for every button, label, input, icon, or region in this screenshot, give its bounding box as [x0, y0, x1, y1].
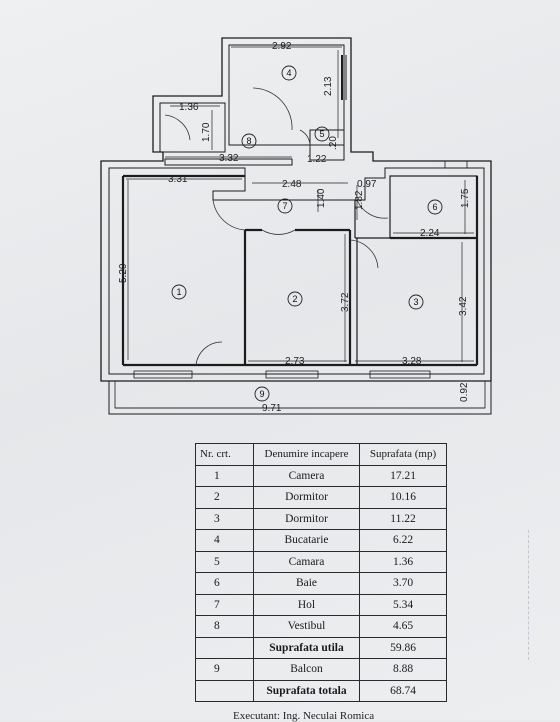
row-nr: 4: [195, 529, 254, 552]
dim-kitchen-height: 2.13: [323, 76, 334, 96]
row-name: Dormitor: [253, 507, 360, 530]
dim-vestibul-left: 1.36: [179, 102, 199, 113]
room-marker-8: [241, 133, 257, 149]
room-number-9: 9: [259, 389, 264, 399]
row-nr: 5: [195, 550, 254, 573]
room-marker-5: [314, 126, 330, 142]
row-area: 4.65: [359, 615, 447, 638]
row-name: Dormitor: [253, 486, 360, 509]
row-area: 10.16: [359, 486, 447, 509]
balcony-name: Balcon: [253, 658, 360, 681]
dim-bath-connector: 0.97: [357, 179, 377, 190]
row-name: Camera: [253, 464, 360, 487]
dim-room3-height: 3.42: [458, 296, 469, 316]
room-number-3: 3: [413, 297, 418, 307]
dim-pantry-height: .20: [328, 136, 339, 150]
dim-bath-width: 2.24: [420, 228, 440, 239]
room-marker-2: [287, 291, 303, 307]
row-nr: 8: [195, 615, 254, 638]
dim-balcony-width: 9.71: [262, 403, 282, 414]
useful-area-value: 59.86: [359, 636, 447, 659]
area-table: Nr. crt. Denumire incapere Suprafata (mp…: [195, 443, 447, 702]
row-area: 3.70: [359, 572, 447, 595]
row-area: 17.21: [359, 464, 447, 487]
balcony-area: 8.88: [359, 658, 447, 681]
balcony-row: 9 Balcon 8.88: [195, 658, 447, 681]
dim-room3-width: 3.28: [402, 356, 422, 367]
dim-vestibul-height: 1.70: [201, 122, 212, 142]
dim-room2-width: 2.73: [285, 356, 305, 367]
room-marker-3: [408, 294, 424, 310]
dim-room1-height: 5.20: [118, 263, 129, 283]
area-table-container: Nr. crt. Denumire incapere Suprafata (mp…: [195, 443, 447, 702]
table-row: 4 Bucatarie 6.22: [195, 529, 447, 552]
table-row: 6 Baie 3.70: [195, 572, 447, 595]
header-room-name: Denumire incapere: [253, 443, 360, 466]
room-marker-9: [254, 386, 270, 402]
room-marker-4: [281, 65, 297, 81]
dim-balcony-depth: 0.92: [459, 382, 470, 402]
room-number-4: 4: [286, 68, 291, 78]
row-name: Hol: [253, 593, 360, 616]
header-area: Suprafata (mp): [359, 443, 447, 466]
total-area-label: Suprafata totala: [253, 679, 360, 702]
table-row: 2 Dormitor 10.16: [195, 486, 447, 509]
plan-walls: [100, 37, 492, 415]
total-area-row: Suprafata totala 68.74: [195, 679, 447, 702]
room-marker-7: [277, 198, 293, 214]
row-area: 1.36: [359, 550, 447, 573]
useful-area-label: Suprafata utila: [253, 636, 360, 659]
table-row: 1 Camera 17.21: [195, 464, 447, 487]
dim-kitchen-width: 2.92: [272, 41, 292, 52]
room-number-5: 5: [319, 129, 324, 139]
balcony-nr: 9: [195, 658, 254, 681]
row-name: Bucatarie: [253, 529, 360, 552]
table-row: 3 Dormitor 11.22: [195, 507, 447, 530]
dim-hall-side: 1.82: [354, 190, 365, 210]
dim-bath-height: 1.75: [460, 188, 471, 208]
executant-line: Executant: Ing. Neculai Romica: [233, 710, 375, 722]
table-row: 5 Camara 1.36: [195, 550, 447, 573]
row-nr: 7: [195, 593, 254, 616]
room-number-6: 6: [432, 202, 437, 212]
stamp-mark: [528, 530, 560, 660]
row-nr: 3: [195, 507, 254, 530]
row-name: Baie: [253, 572, 360, 595]
room-marker-6: [427, 199, 443, 215]
row-nr: 1: [195, 464, 254, 487]
total-area-value: 68.74: [359, 679, 447, 702]
door-swings: [164, 87, 389, 366]
row-area: 6.22: [359, 529, 447, 552]
room-number-2: 2: [292, 294, 297, 304]
row-area: 5.34: [359, 593, 447, 616]
dimension-labels: 2.92 2.13 1.36 1.70 3.32 .20 1.22 3.31 2…: [118, 41, 471, 414]
dim-room2-height: 3.72: [340, 292, 351, 312]
room-number-8: 8: [246, 136, 251, 146]
room-number-7: 7: [282, 201, 287, 211]
header-nr: Nr. crt.: [195, 443, 254, 466]
row-name: Vestibul: [253, 615, 360, 638]
row-nr: 6: [195, 572, 254, 595]
floor-plan: 2.92 2.13 1.36 1.70 3.32 .20 1.22 3.31 2…: [100, 37, 492, 415]
row-area: 11.22: [359, 507, 447, 530]
dim-hall-height: 1.40: [316, 188, 327, 208]
table-header-row: Nr. crt. Denumire incapere Suprafata (mp…: [195, 443, 447, 466]
table-row: 8 Vestibul 4.65: [195, 615, 447, 638]
row-name: Camara: [253, 550, 360, 573]
useful-area-row: Suprafata utila 59.86: [195, 636, 447, 659]
table-row: 7 Hol 5.34: [195, 593, 447, 616]
row-nr: 2: [195, 486, 254, 509]
dim-hall-width: 2.48: [282, 179, 302, 190]
dimension-lines: [115, 46, 485, 409]
dim-vestibul-width: 3.32: [219, 153, 239, 164]
room-number-1: 1: [176, 287, 181, 297]
room-marker-1: [171, 284, 187, 300]
room-markers: 1 2 3 4 5 6 7 8 9: [171, 65, 443, 402]
dim-room1-width: 3.31: [168, 174, 188, 185]
dim-pantry-width: 1.22: [307, 154, 327, 165]
